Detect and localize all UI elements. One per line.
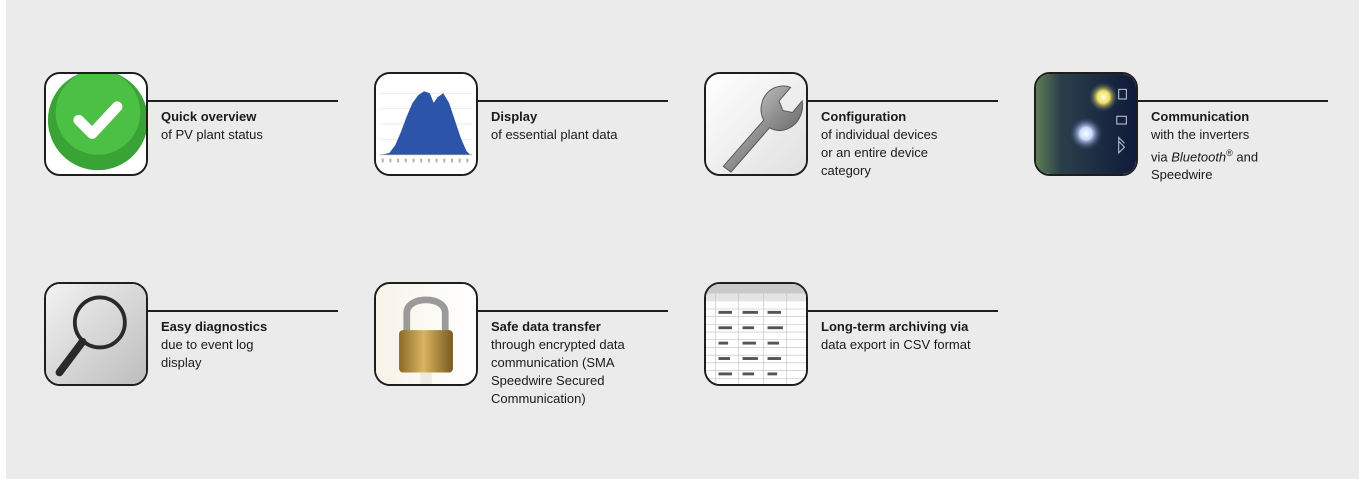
feature-title: Configuration	[821, 109, 907, 124]
feature-title: Display	[491, 109, 538, 124]
device-leds-icon	[1034, 72, 1138, 176]
feature-text: Quick overview of PV plant status	[161, 108, 351, 144]
feature-desc-line: due to event log	[161, 337, 254, 352]
feature-text: Communication with the inverters via Blu…	[1151, 108, 1341, 184]
feature-safe-data-transfer: Safe data transfer through encrypted dat…	[374, 282, 674, 442]
divider-rule	[1138, 100, 1328, 102]
feature-desc-line: through encrypted data	[491, 337, 625, 352]
feature-title: Communication	[1151, 109, 1250, 124]
bluetooth-label: Bluetooth	[1171, 149, 1227, 165]
feature-text: Safe data transfer through encrypted dat…	[491, 318, 681, 408]
checkmark-icon	[44, 72, 148, 176]
feature-desc: data export in CSV format	[821, 337, 971, 352]
feature-desc-line: via Bluetooth® and	[1151, 148, 1259, 165]
feature-title: Safe data transfer	[491, 319, 601, 334]
feature-desc-line: of individual devices	[821, 127, 938, 142]
divider-rule	[478, 310, 668, 312]
feature-desc-line: with the inverters	[1151, 127, 1250, 142]
feature-desc-line: display	[161, 355, 202, 370]
feature-desc: of essential plant data	[491, 127, 618, 142]
feature-quick-overview: Quick overview of PV plant status	[44, 72, 344, 232]
divider-rule	[808, 100, 998, 102]
feature-desc-line: Speedwire	[1151, 167, 1213, 183]
feature-desc-line: Speedwire Secured	[491, 373, 605, 388]
feature-title: Easy diagnostics	[161, 319, 268, 334]
feature-desc-line: category	[821, 163, 871, 178]
feature-desc-line: or an entire device	[821, 145, 928, 160]
divider-rule	[148, 100, 338, 102]
divider-rule	[148, 310, 338, 312]
features-panel: Quick overview of PV plant status	[6, 0, 1359, 479]
divider-rule	[808, 310, 998, 312]
divider-rule	[478, 100, 668, 102]
feature-communication: Communication with the inverters via Blu…	[1034, 72, 1334, 232]
feature-display: Display of essential plant data	[374, 72, 674, 232]
padlock-icon	[374, 282, 478, 386]
magnifier-icon	[44, 282, 148, 386]
feature-desc-line: communication (SMA	[491, 355, 615, 370]
feature-title: Long-term archiving via	[821, 319, 969, 334]
feature-long-term-archiving: Long-term archiving via data export in C…	[704, 282, 1004, 442]
feature-desc: of PV plant status	[161, 127, 263, 142]
feature-text: Long-term archiving via data export in C…	[821, 318, 1011, 354]
feature-easy-diagnostics: Easy diagnostics due to event log displa…	[44, 282, 344, 442]
feature-title: Quick overview	[161, 109, 257, 124]
feature-text: Display of essential plant data	[491, 108, 681, 144]
feature-text: Configuration of individual devices or a…	[821, 108, 1011, 180]
feature-desc-line: Communication)	[491, 391, 586, 406]
spreadsheet-icon	[704, 282, 808, 386]
feature-configuration: Configuration of individual devices or a…	[704, 72, 1004, 232]
feature-text: Easy diagnostics due to event log displa…	[161, 318, 351, 372]
wrench-icon	[704, 72, 808, 176]
chart-icon	[374, 72, 478, 176]
